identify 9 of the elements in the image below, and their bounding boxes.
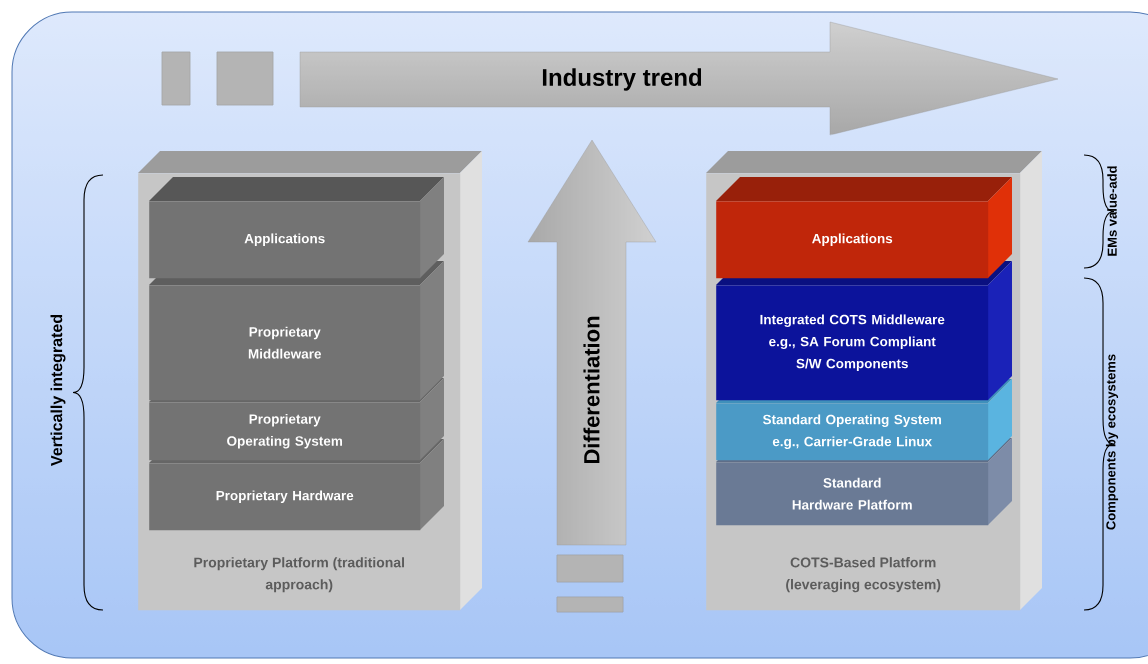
node-label: Proprietary Middleware	[248, 326, 321, 359]
layer-block: Integrated COTS Middleware e.g., SA Forum Compliant S/W Components	[716, 261, 1012, 401]
node-label: Proprietary Hardware	[216, 490, 354, 503]
brace-label: EMs value-add	[1107, 166, 1117, 256]
layer-block: Proprietary Middleware	[149, 261, 444, 401]
brace-label: Components by ecosystems	[1105, 354, 1119, 530]
layer-block: Applications	[716, 177, 1012, 279]
layer-block: Applications	[149, 177, 444, 279]
brace-label: Vertically integrated	[50, 315, 66, 466]
